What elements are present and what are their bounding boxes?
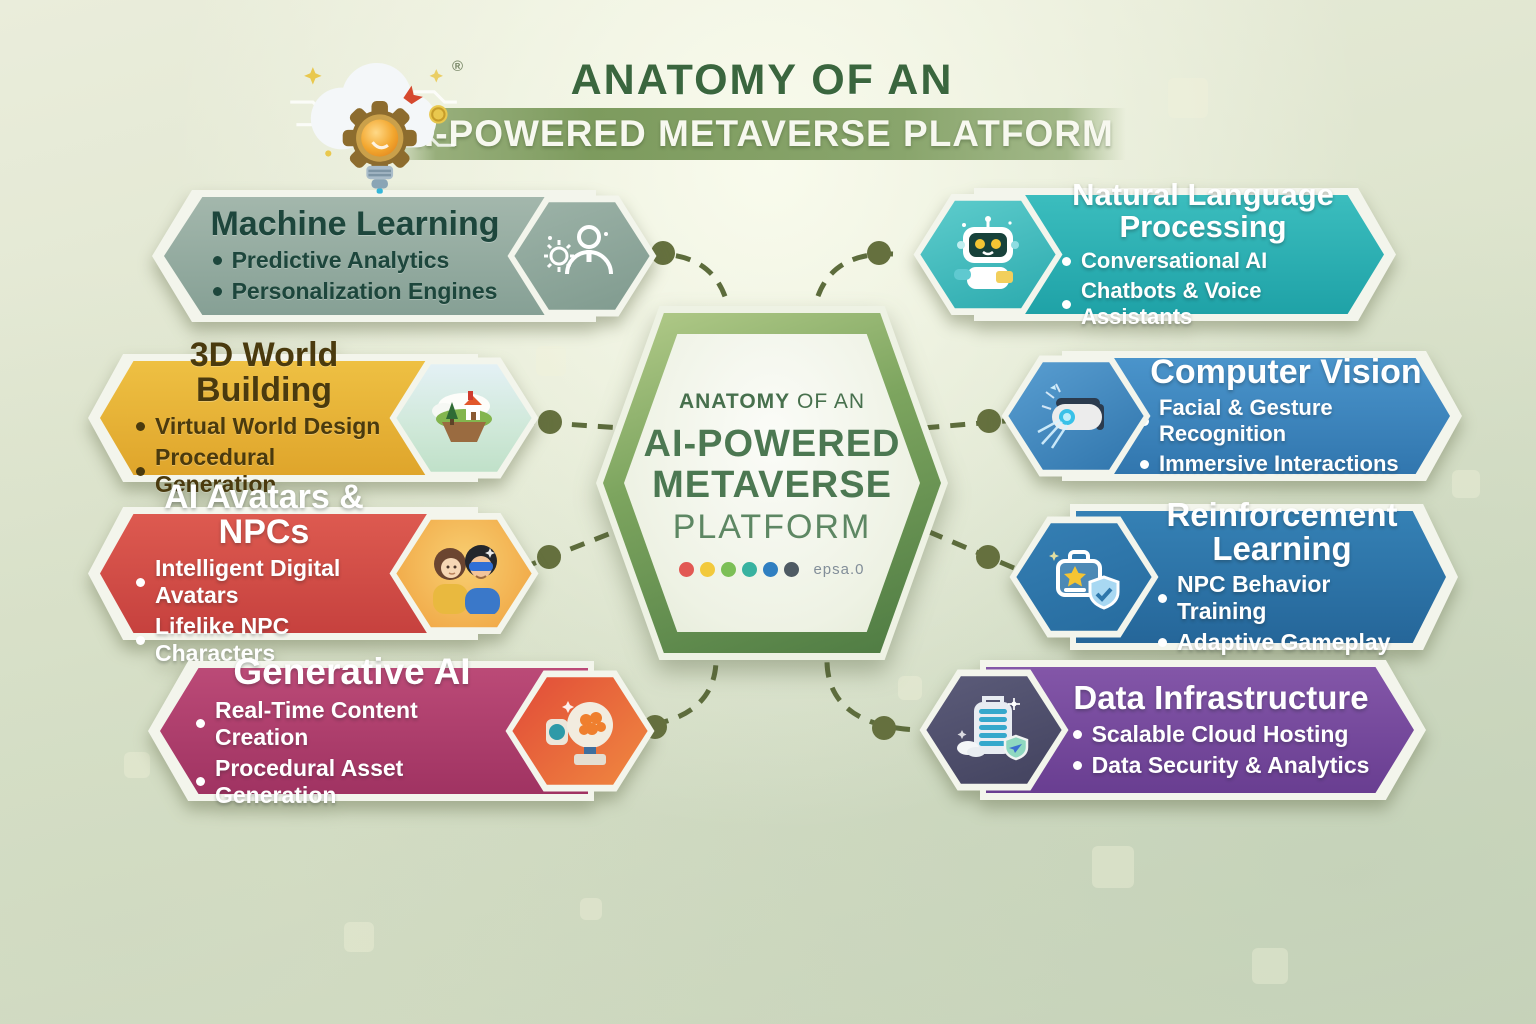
- module-bullet: Real-Time Content Creation: [196, 697, 508, 751]
- header-ribbon: AI-POWERED METAVERSE PLATFORM: [384, 108, 1126, 160]
- server-shield-icon: [918, 667, 1070, 793]
- module-bullet: Intelligent Digital Avatars: [136, 555, 392, 609]
- decor-square: [898, 676, 922, 700]
- module-bullet: Procedural Generation: [136, 444, 392, 498]
- module-reinforcement-learning: Reinforcement Learning NPC Behavior Trai…: [1008, 497, 1458, 655]
- module-title: AI Avatars & NPCs: [164, 477, 364, 551]
- decor-square: [1252, 948, 1288, 984]
- module-title: Data Infrastructure: [1073, 679, 1369, 717]
- center-hexagon: ANATOMY OF AN AI-POWERED METAVERSE PLATF…: [596, 306, 948, 660]
- module-bullet: Adaptive Gameplay: [1158, 629, 1390, 656]
- center-subtitle: ANATOMY OF AN: [678, 389, 866, 413]
- module-title: Reinforcement Learning: [1166, 495, 1398, 567]
- module-bullets: Virtual World Design Procedural Generati…: [136, 413, 392, 498]
- registered-mark: ®: [452, 58, 464, 75]
- center-dot: [679, 562, 695, 578]
- center-dots-row: epsa.0: [679, 561, 864, 578]
- module-generative-ai: Generative AI Real-Time Content Creation…: [148, 652, 656, 808]
- ai-head-brain-icon: [504, 668, 656, 794]
- avatar-faces-icon: [388, 511, 540, 637]
- decor-square: [124, 752, 150, 778]
- module-bullets: Real-Time Content Creation Procedural As…: [196, 697, 508, 809]
- logo-cloud-gear-lightbulb: [282, 38, 462, 198]
- floating-island-icon: [388, 355, 540, 481]
- reward-case-shield-icon: [1008, 514, 1160, 640]
- module-bullet: Conversational AI: [1062, 248, 1267, 274]
- decor-square: [580, 898, 602, 920]
- decor-square: [1092, 846, 1134, 888]
- module-bullet: Predictive Analytics: [212, 247, 449, 274]
- center-dot: [742, 562, 758, 578]
- module-title: 3D World Building: [189, 335, 339, 409]
- module-title: Generative AI: [233, 651, 471, 693]
- module-bullets: Intelligent Digital Avatars Lifelike NPC…: [136, 555, 392, 667]
- center-caption: epsa.0: [813, 561, 865, 579]
- module-title: Natural Language Processing: [1072, 176, 1334, 244]
- module-title: Machine Learning: [210, 204, 500, 243]
- module-bullet: Data Security & Analytics: [1072, 752, 1369, 779]
- module-bullet: Lifelike NPC Characters: [136, 613, 392, 667]
- module-machine-learning: Machine Learning Predictive Analytics Pe…: [152, 190, 658, 322]
- header-title-line2: AI-POWERED METAVERSE PLATFORM: [396, 113, 1114, 154]
- module-data-infrastructure: Data Infrastructure Scalable Cloud Hosti…: [918, 660, 1426, 800]
- center-dots: [679, 562, 800, 578]
- center-dot: [784, 562, 800, 578]
- vr-headset-icon: [1000, 353, 1152, 479]
- center-hexagon-face: [624, 334, 920, 632]
- center-dot: [700, 562, 716, 578]
- header-title-line1: ANATOMY OF AN: [570, 56, 954, 104]
- module-bullet: NPC Behavior Training: [1158, 571, 1406, 625]
- module-3d-world-building: 3D World Building Virtual World Design P…: [88, 337, 540, 497]
- decor-square: [536, 346, 566, 376]
- decor-square: [1452, 470, 1480, 498]
- module-bullets: Scalable Cloud Hosting Data Security & A…: [1072, 721, 1369, 779]
- module-bullet: Virtual World Design: [136, 413, 380, 440]
- module-title: Computer Vision: [1150, 352, 1422, 391]
- module-bullet: Immersive Interactions: [1140, 451, 1399, 477]
- module-bullet: Personalization Engines: [212, 278, 497, 305]
- module-computer-vision: Computer Vision Facial & Gesture Recogni…: [1000, 351, 1462, 481]
- module-bullets: Predictive Analytics Personalization Eng…: [212, 247, 497, 305]
- chatbot-robot-icon: [912, 192, 1064, 318]
- center-title-line3: PLATFORM: [672, 508, 872, 547]
- center-dot: [721, 562, 737, 578]
- person-gauge-gear-icon: [506, 193, 658, 319]
- module-bullet: Scalable Cloud Hosting: [1072, 721, 1348, 748]
- module-natural-language-processing: Natural Language Processing Conversation…: [912, 178, 1396, 329]
- center-title-line1: AI-POWERED: [643, 422, 901, 465]
- decor-square: [1168, 78, 1208, 118]
- module-bullet: Procedural Asset Generation: [196, 755, 508, 809]
- module-ai-avatars-npcs: AI Avatars & NPCs Intelligent Digital Av…: [88, 479, 540, 666]
- module-bullet: Chatbots & Voice Assistants: [1062, 278, 1344, 330]
- module-bullets: NPC Behavior Training Adaptive Gameplay: [1158, 571, 1406, 656]
- center-dot: [763, 562, 779, 578]
- decor-square: [344, 922, 374, 952]
- module-bullets: Conversational AI Chatbots & Voice Assis…: [1062, 248, 1344, 330]
- center-title-line2: METAVERSE: [652, 464, 892, 506]
- module-bullet: Facial & Gesture Recognition: [1140, 395, 1432, 447]
- module-bullets: Facial & Gesture Recognition Immersive I…: [1140, 395, 1432, 477]
